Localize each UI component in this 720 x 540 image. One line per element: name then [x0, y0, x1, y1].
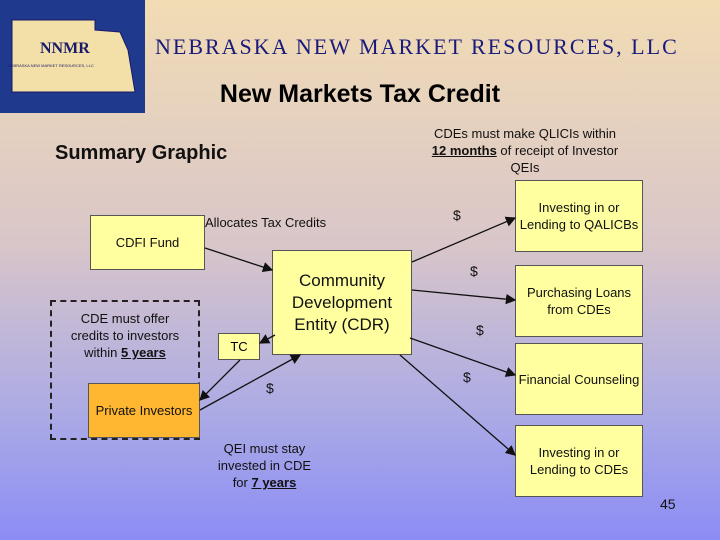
- logo-text: NNMR: [40, 40, 90, 57]
- dollar-label-3: $: [476, 322, 484, 338]
- cde-offer-note: CDE must offer credits to investors with…: [70, 311, 180, 360]
- dollar-label-2: $: [470, 263, 478, 279]
- qalicb-investing-box: Investing in or Lending to QALICBs: [515, 180, 643, 252]
- arrow-cde-to-tc: [258, 334, 276, 344]
- community-development-entity-box: Community Development Entity (CDR): [272, 250, 412, 355]
- financial-counseling-box: Financial Counseling: [515, 343, 643, 415]
- arrow-investors-to-cde: [199, 354, 302, 411]
- allocates-label: Allocates Tax Credits: [205, 215, 327, 230]
- qlici-note: CDEs must make QLICIs within 12 months o…: [431, 126, 619, 175]
- dollar-label-1: $: [453, 207, 461, 223]
- cde-investing-box: Investing in or Lending to CDEs: [515, 425, 643, 497]
- logo-subtext: NEBRASKA NEW MARKET RESOURCES, LLC: [8, 63, 94, 68]
- arrow-cde-to-cde-lending: [399, 354, 516, 456]
- company-name: NEBRASKA NEW MARKET RESOURCES, LLC: [155, 34, 679, 59]
- nebraska-state-shape-icon: [11, 19, 136, 93]
- purchasing-loans-box: Purchasing Loans from CDEs: [515, 265, 643, 337]
- arrow-cde-to-purchasing: [411, 289, 517, 305]
- arrow-cde-to-qalicb: [411, 216, 517, 263]
- summary-subtitle: Summary Graphic: [55, 142, 228, 164]
- logo: NNMR NEBRASKA NEW MARKET RESOURCES, LLC: [0, 0, 145, 113]
- tax-credit-box: TC: [218, 333, 260, 360]
- qei-note: QEI must stay invested in CDE for 7 year…: [217, 441, 312, 490]
- cdfi-fund-box: CDFI Fund: [90, 215, 205, 270]
- arrow-cdfi-to-cde: [204, 247, 274, 273]
- investor-group-dashed-border: [50, 300, 200, 440]
- dollar-label-4: $: [463, 369, 471, 385]
- private-investors-box: Private Investors: [88, 383, 200, 438]
- page-number: 45: [660, 496, 676, 512]
- dollar-label-investor: $: [266, 380, 274, 396]
- arrow-cde-to-counseling: [409, 337, 517, 377]
- slide-title: New Markets Tax Credit: [219, 80, 501, 108]
- arrow-tc-to-investors: [199, 359, 241, 401]
